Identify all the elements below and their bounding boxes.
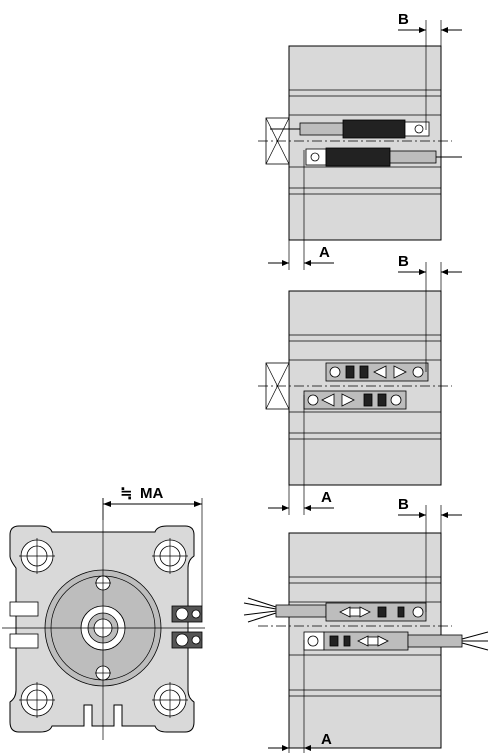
dim-a-label: A: [321, 731, 332, 748]
dim-b-label: B: [398, 496, 409, 513]
auto-switch-lower: [325, 147, 391, 167]
dim-a-label: A: [321, 489, 332, 506]
switch-head-upper: [171, 605, 203, 623]
middle-side-view: B A: [258, 253, 462, 515]
cylinder-body: [288, 290, 442, 486]
dim-a-label: A: [319, 244, 330, 261]
cylinder-body: [288, 45, 442, 241]
auto-switch-upper: [342, 119, 406, 139]
front-view: ≒ MA: [2, 485, 205, 740]
dim-b-label: B: [398, 253, 409, 270]
dim-ma-approx: ≒: [120, 485, 133, 502]
top-side-view: B A: [258, 11, 462, 270]
dim-b-label: B: [398, 11, 409, 28]
switch-head-lower: [171, 631, 203, 649]
dim-ma-label: MA: [140, 485, 163, 502]
bottom-side-view: B A: [243, 496, 489, 753]
